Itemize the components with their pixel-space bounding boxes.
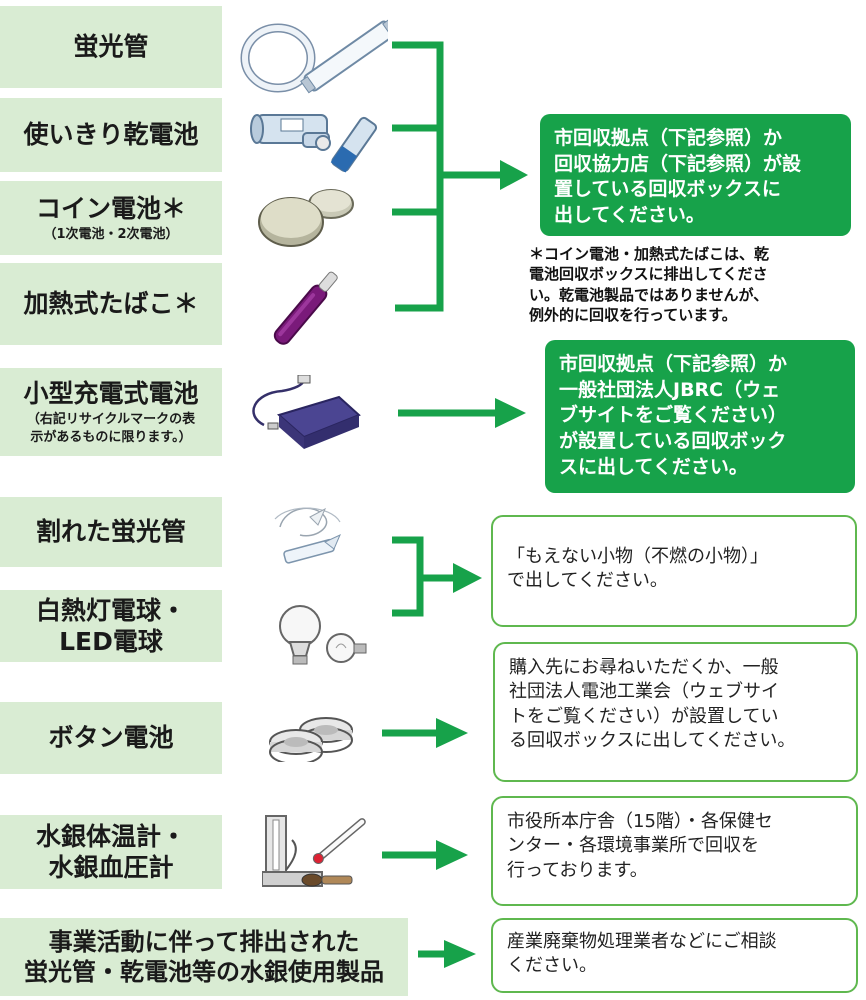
rechargeable-battery-icon [252, 375, 361, 449]
dry-battery-icon [250, 114, 378, 173]
item-label: 加熱式たばこ＊ [23, 289, 199, 319]
item-label: 小型充電式電池 [23, 378, 199, 408]
item-heated-tobacco: 加熱式たばこ＊ [0, 263, 222, 345]
item-label: 割れた蛍光管 [35, 517, 186, 547]
destination-jbrc: 市回収拠点（下記参照）か 一般社団法人JBRC（ウェ ブサイトをご覧ください） … [545, 340, 855, 493]
button-battery-icon [269, 717, 353, 762]
destination-city-collection: 市回収拠点（下記参照）か 回収協力店（下記参照）が設 置している回収ボックスに … [540, 114, 851, 236]
destination-mercury: 市役所本庁舎（15階）・各保健セ ンター・各環境事業所で回収を 行っております。 [491, 796, 858, 906]
item-light-bulb: 白熱灯電球・ LED電球 [0, 590, 222, 662]
coin-battery-icon [258, 189, 354, 247]
item-mercury-devices: 水銀体温計・ 水銀血圧計 [0, 815, 222, 889]
coin-tobacco-note: ＊コイン電池・加熱式たばこは、乾 電池回収ボックスに排出してくださ い。乾電池製… [529, 245, 770, 324]
fluorescent-tube-icon [240, 18, 388, 94]
mercury-thermometer-icon [262, 815, 366, 887]
item-dry-battery: 使いきり乾電池 [0, 98, 222, 172]
item-broken-tube: 割れた蛍光管 [0, 497, 222, 567]
item-coin-battery: コイン電池＊ （1次電池・2次電池） [0, 181, 222, 255]
destination-non-burnable: 「もえない小物（不燃の小物）」 で出してください。 [491, 515, 857, 627]
item-label: コイン電池＊ [35, 193, 186, 223]
item-label: 水銀体温計・ 水銀血圧計 [35, 821, 186, 882]
item-label: 使いきり乾電池 [23, 120, 199, 150]
heated-tobacco-icon [273, 271, 338, 345]
item-label: 事業活動に伴って排出された 蛍光管・乾電池等の水銀使用製品 [24, 928, 384, 986]
item-sublabel: （右記リサイクルマークの表 示があるものに限ります。） [26, 412, 196, 445]
destination-button-battery: 購入先にお尋ねいただくか、一般 社団法人電池工業会（ウェブサイ トをご覧ください… [493, 642, 858, 782]
broken-tube-icon [274, 507, 341, 564]
item-label: 白熱灯電球・ LED電球 [35, 595, 186, 656]
item-rechargeable-battery: 小型充電式電池 （右記リサイクルマークの表 示があるものに限ります。） [0, 368, 222, 456]
light-bulb-icon [279, 605, 367, 665]
item-sublabel: （1次電池・2次電池） [43, 226, 179, 242]
destination-industrial: 産業廃棄物処理業者などにご相談 ください。 [491, 918, 858, 993]
item-label: 蛍光管 [73, 32, 149, 62]
item-label: ボタン電池 [48, 723, 174, 753]
item-button-battery: ボタン電池 [0, 702, 222, 774]
item-industrial-mercury: 事業活動に伴って排出された 蛍光管・乾電池等の水銀使用製品 [0, 918, 408, 996]
item-fluorescent-tube: 蛍光管 [0, 6, 222, 88]
